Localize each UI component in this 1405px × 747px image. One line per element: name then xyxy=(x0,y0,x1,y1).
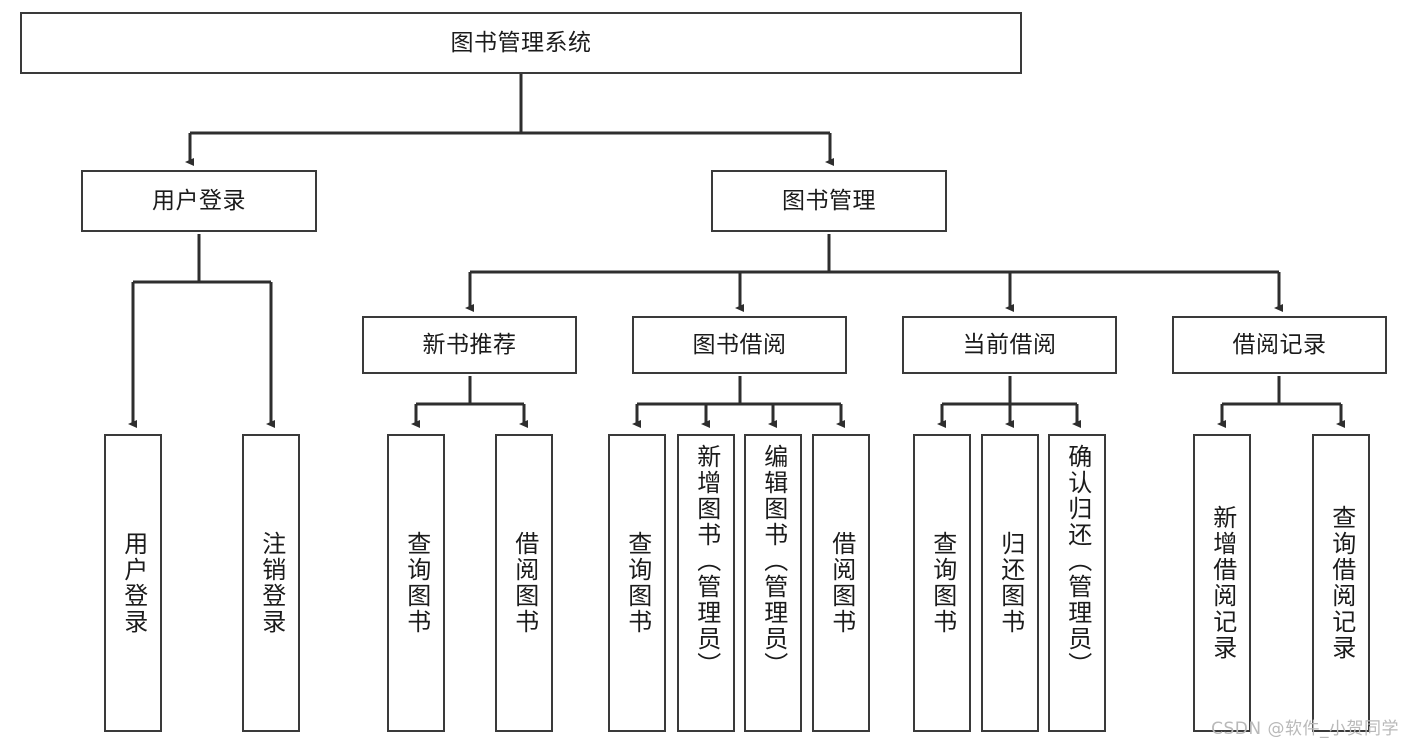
node-book-management[interactable]: 图书管理 xyxy=(711,170,947,232)
node-label: 查询图书 xyxy=(623,531,652,635)
leaf-confirm-return-admin[interactable]: 确认归还（管理员） xyxy=(1048,434,1106,732)
leaf-borrow-book-borrow[interactable]: 借阅图书 xyxy=(812,434,870,732)
node-label: 用户登录 xyxy=(119,531,148,635)
node-label: 借阅图书 xyxy=(510,531,539,635)
node-label: 归还图书 xyxy=(996,531,1025,635)
node-label: 编辑图书（管理员） xyxy=(759,444,788,678)
node-label: 借阅图书 xyxy=(827,531,856,635)
node-label: 确认归还（管理员） xyxy=(1063,444,1092,678)
node-label: 用户登录 xyxy=(152,187,246,214)
node-label: 图书管理 xyxy=(782,187,876,214)
leaf-add-borrow-record[interactable]: 新增借阅记录 xyxy=(1193,434,1251,732)
node-label: 注销登录 xyxy=(257,531,286,635)
node-root-book-management-system[interactable]: 图书管理系统 xyxy=(20,12,1022,74)
node-label: 查询图书 xyxy=(402,531,431,635)
node-label: 图书管理系统 xyxy=(450,29,592,56)
node-current-borrow[interactable]: 当前借阅 xyxy=(902,316,1117,374)
node-label: 图书借阅 xyxy=(692,331,787,358)
leaf-user-logout[interactable]: 注销登录 xyxy=(242,434,300,732)
node-label: 借阅记录 xyxy=(1232,331,1327,358)
leaf-edit-book-admin[interactable]: 编辑图书（管理员） xyxy=(744,434,802,732)
node-label: 新增借阅记录 xyxy=(1208,505,1237,661)
node-label: 新书推荐 xyxy=(422,331,517,358)
leaf-query-book-borrow[interactable]: 查询图书 xyxy=(608,434,666,732)
node-label: 新增图书（管理员） xyxy=(692,444,721,678)
csdn-watermark: CSDN @软件_小贺同学 xyxy=(1211,719,1399,739)
leaf-query-book-current[interactable]: 查询图书 xyxy=(913,434,971,732)
node-label: 当前借阅 xyxy=(962,331,1057,358)
leaf-query-book-recommend[interactable]: 查询图书 xyxy=(387,434,445,732)
leaf-borrow-book-recommend[interactable]: 借阅图书 xyxy=(495,434,553,732)
node-borrow-record[interactable]: 借阅记录 xyxy=(1172,316,1387,374)
leaf-add-book-admin[interactable]: 新增图书（管理员） xyxy=(677,434,735,732)
node-book-borrow[interactable]: 图书借阅 xyxy=(632,316,847,374)
node-label: 查询图书 xyxy=(928,531,957,635)
leaf-query-borrow-record[interactable]: 查询借阅记录 xyxy=(1312,434,1370,732)
leaf-return-book[interactable]: 归还图书 xyxy=(981,434,1039,732)
leaf-user-login[interactable]: 用户登录 xyxy=(104,434,162,732)
node-new-book-recommend[interactable]: 新书推荐 xyxy=(362,316,577,374)
node-user-login[interactable]: 用户登录 xyxy=(81,170,317,232)
node-label: 查询借阅记录 xyxy=(1327,505,1356,661)
